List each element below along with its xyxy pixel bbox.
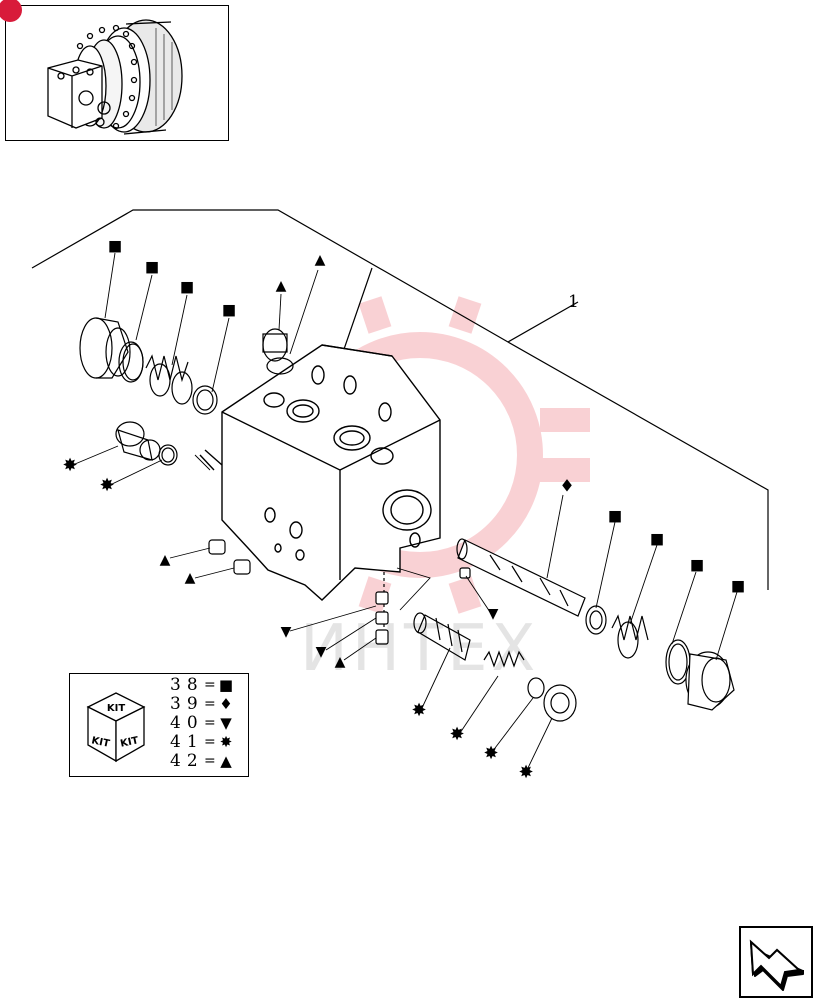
- marker-star: ✸: [99, 475, 115, 496]
- marker-triangle-up: ▲: [314, 252, 326, 268]
- kit-legend: KIT KIT KIT 38 = ■ 39 = ♦ 40 = ▼ 41 = ✸ …: [69, 673, 249, 777]
- small-plugs: [208, 539, 471, 645]
- kit-cube-label-right: KIT: [119, 735, 139, 750]
- marker-square: ■: [107, 236, 123, 255]
- legend-kit-number: 40: [170, 713, 204, 733]
- marker-triangle-down: ▼: [487, 606, 499, 622]
- left-check-valve: [115, 421, 178, 466]
- marker-triangle-up: ▲: [275, 278, 287, 294]
- legend-kit-number: 41: [170, 732, 204, 752]
- marker-triangle-down: ▼: [280, 624, 292, 640]
- marker-diamond: ♦: [559, 476, 575, 497]
- marker-triangle-up: ▲: [184, 570, 196, 586]
- legend-row: 38 = ■: [170, 675, 236, 695]
- marker-square: ■: [179, 277, 195, 296]
- marker-square: ■: [607, 506, 623, 525]
- valve-body: [199, 344, 441, 601]
- marker-triangle-up: ▲: [159, 552, 171, 568]
- marker-star: ✸: [518, 762, 534, 783]
- marker-square: ■: [649, 529, 665, 548]
- marker-square: ■: [221, 300, 237, 319]
- legend-row: 42 = ▲: [170, 751, 236, 771]
- marker-square: ■: [730, 576, 746, 595]
- kit-cube-icon: KIT KIT KIT: [86, 692, 146, 763]
- legend-symbol: ▼: [220, 714, 232, 732]
- next-page-arrow-icon: [749, 939, 804, 991]
- assembly-thumbnail[interactable]: [0, 0, 229, 141]
- kit-cube-label-top: KIT: [107, 703, 125, 714]
- watermark-text: ИНТЕХ: [300, 612, 540, 686]
- legend-symbol: ▲: [220, 752, 232, 770]
- legend-symbol: ♦: [219, 695, 233, 713]
- legend-row: 40 = ▼: [170, 713, 236, 733]
- marker-star: ✸: [62, 455, 78, 476]
- lower-relief-cartridge: [413, 612, 577, 722]
- legend-kit-number: 38: [170, 675, 204, 695]
- legend-equals: =: [204, 734, 216, 750]
- marker-square: ■: [144, 257, 160, 276]
- marker-square: ■: [689, 555, 705, 574]
- legend-symbol: ■: [218, 676, 234, 694]
- upper-left-cartridge: [79, 317, 294, 415]
- motor-thumbnail-drawing: [47, 19, 183, 135]
- legend-kit-number: 39: [170, 694, 204, 714]
- next-page-button[interactable]: [739, 926, 813, 998]
- assembly-boundary-line: [31, 209, 769, 590]
- marker-triangle-up: ▲: [334, 654, 346, 670]
- legend-symbol: ✸: [219, 733, 233, 751]
- legend-equals: =: [204, 677, 216, 693]
- legend-equals: =: [204, 715, 216, 731]
- marker-star: ✸: [411, 700, 427, 721]
- callout-part-number: 1: [568, 292, 579, 312]
- legend-row: 41 = ✸: [170, 732, 236, 752]
- page-marker-badge: [0, 0, 22, 22]
- marker-triangle-down: ▼: [315, 644, 327, 660]
- legend-equals: =: [204, 753, 216, 769]
- marker-star: ✸: [449, 724, 465, 745]
- leader-lines: [74, 252, 738, 771]
- marker-star: ✸: [483, 743, 499, 764]
- legend-equals: =: [204, 696, 216, 712]
- kit-cube-label-left: KIT: [90, 735, 110, 750]
- legend-row: 39 = ♦: [170, 694, 236, 714]
- legend-kit-number: 42: [170, 751, 204, 771]
